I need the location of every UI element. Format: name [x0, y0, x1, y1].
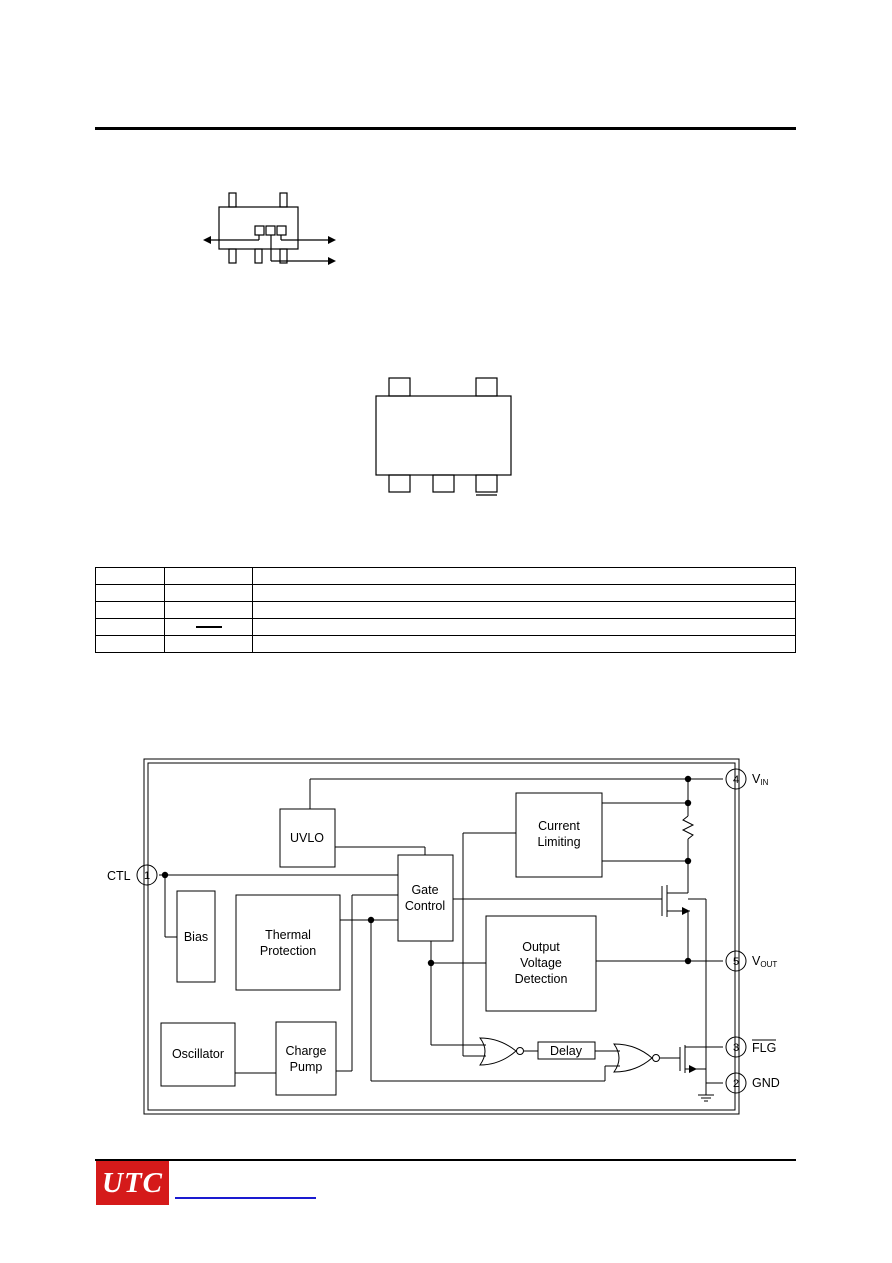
- footer-rule: [95, 1159, 796, 1161]
- gate-control-label-2: Control: [405, 899, 445, 913]
- flg-pin-label: FLG: [752, 1041, 776, 1055]
- vout-pin-label: VOUT: [752, 954, 777, 969]
- pin-configuration: [375, 377, 512, 496]
- table-row: [95, 601, 796, 619]
- table-row: [95, 584, 796, 602]
- header-rule: [95, 127, 796, 130]
- gate-control-block: [397, 854, 454, 942]
- current-limiting-label-2: Limiting: [537, 835, 580, 849]
- pin-3-circle: [725, 1036, 747, 1058]
- pin-4-number: 4: [733, 774, 739, 786]
- pin-2-number: 2: [733, 1078, 739, 1090]
- pin-3-number: 3: [733, 1042, 739, 1054]
- marking-arrowhead-right: [328, 236, 336, 244]
- pinout-pin-bottom-2: [432, 474, 455, 493]
- thermal-protection-block: [235, 894, 341, 991]
- pin-4-circle: [725, 768, 747, 790]
- gnd-pin-label: GND: [752, 1076, 780, 1090]
- marking-bottom-pin-1: [228, 248, 237, 264]
- current-limiting-label-1: Current: [538, 819, 580, 833]
- thermal-label-1: Thermal: [265, 928, 311, 942]
- output-detect-label-2: Voltage: [520, 956, 562, 970]
- block-diagram-inner-border: [147, 762, 736, 1111]
- marking-arrowhead-lower: [328, 257, 336, 265]
- marking-top-pin-right: [279, 192, 288, 208]
- pin-description-table: [95, 567, 796, 653]
- pinout-pin-bottom-3: [475, 474, 498, 493]
- pinout-pin-top-right: [475, 377, 498, 397]
- nor-gate-2: [613, 1043, 653, 1073]
- marking-arrowhead-left: [203, 236, 211, 244]
- uvlo-block: [279, 808, 336, 868]
- charge-pump-label-2: Pump: [290, 1060, 323, 1074]
- pinout-pin-bottom-1: [388, 474, 411, 493]
- oscillator-label: Oscillator: [172, 1047, 224, 1061]
- thermal-label-2: Protection: [260, 944, 316, 958]
- vin-pin-label: VIN: [752, 772, 769, 787]
- delay-label: Delay: [550, 1044, 583, 1058]
- table-row: [95, 635, 796, 653]
- pin-1-circle: [136, 864, 158, 886]
- table-overbar-mark: [196, 626, 222, 628]
- output-detect-label-1: Output: [522, 940, 560, 954]
- sense-resistor: [681, 815, 695, 840]
- bias-label: Bias: [184, 930, 208, 944]
- oscillator-block: [160, 1022, 236, 1087]
- charge-pump-block: [275, 1021, 337, 1096]
- marking-bottom-pin-2: [254, 248, 263, 264]
- pin-2-circle: [725, 1072, 747, 1094]
- pinout-pin-top-left: [388, 377, 411, 397]
- utc-logo: UTC: [96, 1161, 169, 1205]
- pin-5-circle: [725, 950, 747, 972]
- footer-link-underline[interactable]: [175, 1197, 316, 1199]
- charge-pump-label-1: Charge: [286, 1044, 327, 1058]
- marking-diagram: [203, 192, 336, 265]
- uvlo-label: UVLO: [290, 831, 324, 845]
- block-diagram-outer-border: [143, 758, 740, 1115]
- marking-bottom-pin-3: [279, 248, 288, 264]
- nor-gate-1: [478, 1037, 517, 1066]
- gate-control-label-1: Gate: [411, 883, 438, 897]
- current-limiting-block: [515, 792, 603, 878]
- pin-5-number: 5: [733, 956, 739, 968]
- ctl-pin-label: CTL: [107, 869, 131, 883]
- output-detect-label-3: Detection: [515, 972, 568, 986]
- pin-1-number: 1: [144, 870, 150, 882]
- marking-top-pin-left: [228, 192, 237, 208]
